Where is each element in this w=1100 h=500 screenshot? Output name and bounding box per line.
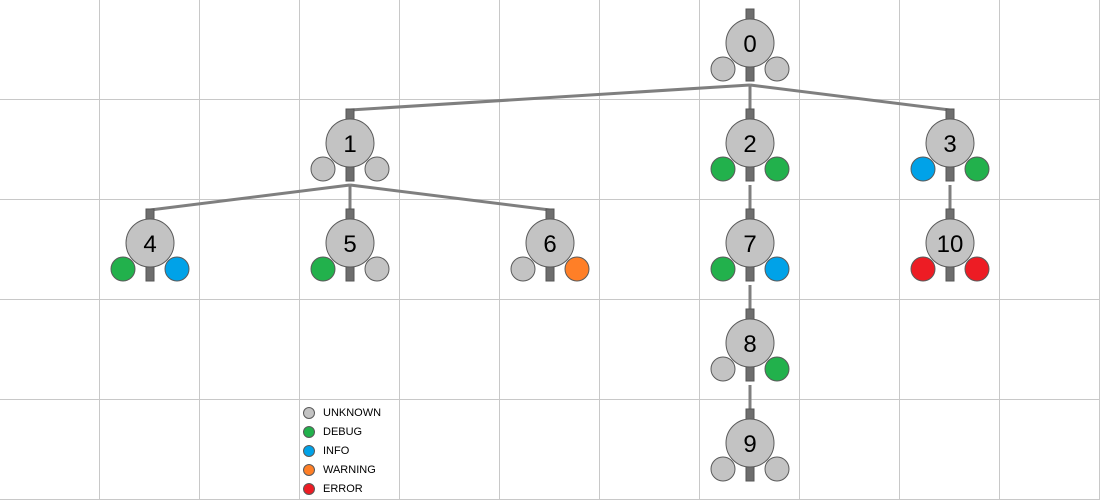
nodes-layer: 0 1 2 3 4 5 6 7 8 9 10	[110, 8, 990, 482]
node-5: 5	[310, 208, 390, 282]
legend-label: UNKNOWN	[323, 406, 382, 419]
edge-1-4	[149, 183, 351, 212]
legend-swatch	[303, 482, 315, 495]
legend-swatch	[303, 406, 315, 419]
node-label: 1	[343, 131, 356, 158]
right-status-dot	[764, 356, 790, 382]
legend-swatch	[303, 444, 315, 457]
left-status-dot	[510, 256, 536, 282]
legend-item-info: INFO	[303, 441, 381, 460]
node-0: 0	[710, 8, 790, 82]
edge-0-3	[749, 83, 951, 112]
left-status-dot	[310, 156, 336, 182]
edge-1-6	[349, 183, 551, 212]
left-status-dot	[710, 156, 736, 182]
node-1: 1	[310, 108, 390, 182]
left-status-dot	[710, 56, 736, 82]
right-status-dot	[364, 256, 390, 282]
node-label: 2	[743, 131, 756, 158]
node-label: 4	[143, 231, 156, 258]
right-status-dot	[564, 256, 590, 282]
legend-item-debug: DEBUG	[303, 422, 381, 441]
node-2: 2	[710, 108, 790, 182]
node-label: 7	[743, 231, 756, 258]
node-circle	[725, 218, 775, 268]
legend-item-unknown: UNKNOWN	[303, 403, 381, 422]
left-status-dot	[310, 256, 336, 282]
left-status-dot	[910, 156, 936, 182]
right-status-dot	[764, 256, 790, 282]
node-circle	[325, 118, 375, 168]
node-circle	[325, 218, 375, 268]
right-status-dot	[764, 456, 790, 482]
right-status-dot	[964, 156, 990, 182]
node-10: 10	[910, 208, 990, 282]
right-status-dot	[964, 256, 990, 282]
node-circle	[125, 218, 175, 268]
left-status-dot	[710, 456, 736, 482]
node-circle	[725, 18, 775, 68]
right-status-dot	[764, 56, 790, 82]
node-label: 9	[743, 431, 756, 458]
node-9: 9	[710, 408, 790, 482]
edge-0-1	[349, 83, 751, 112]
left-status-dot	[710, 256, 736, 282]
node-circle	[725, 118, 775, 168]
legend-item-warning: WARNING	[303, 460, 381, 479]
node-label: 5	[343, 231, 356, 258]
node-circle	[925, 218, 975, 268]
node-3: 3	[910, 108, 990, 182]
edges-layer	[149, 83, 952, 410]
legend-swatch	[303, 425, 315, 438]
right-status-dot	[764, 156, 790, 182]
legend-label: ERROR	[323, 482, 363, 495]
node-8: 8	[710, 308, 790, 382]
status-legend: UNKNOWN DEBUG INFO WARNING ERROR	[303, 403, 381, 498]
legend-label: WARNING	[323, 463, 376, 476]
legend-label: INFO	[323, 444, 350, 457]
node-6: 6	[510, 208, 590, 282]
node-circle	[725, 318, 775, 368]
right-status-dot	[164, 256, 190, 282]
node-label: 0	[743, 31, 756, 58]
left-status-dot	[110, 256, 136, 282]
legend-swatch	[303, 463, 315, 476]
left-status-dot	[710, 356, 736, 382]
left-status-dot	[910, 256, 936, 282]
right-status-dot	[364, 156, 390, 182]
node-circle	[725, 418, 775, 468]
node-7: 7	[710, 208, 790, 282]
node-circle	[925, 118, 975, 168]
node-label: 6	[543, 231, 556, 258]
node-label: 8	[743, 331, 756, 358]
node-label: 3	[943, 131, 956, 158]
node-label: 10	[937, 231, 964, 258]
node-circle	[525, 218, 575, 268]
legend-item-error: ERROR	[303, 479, 381, 498]
legend-label: DEBUG	[323, 425, 363, 438]
node-4: 4	[110, 208, 190, 282]
